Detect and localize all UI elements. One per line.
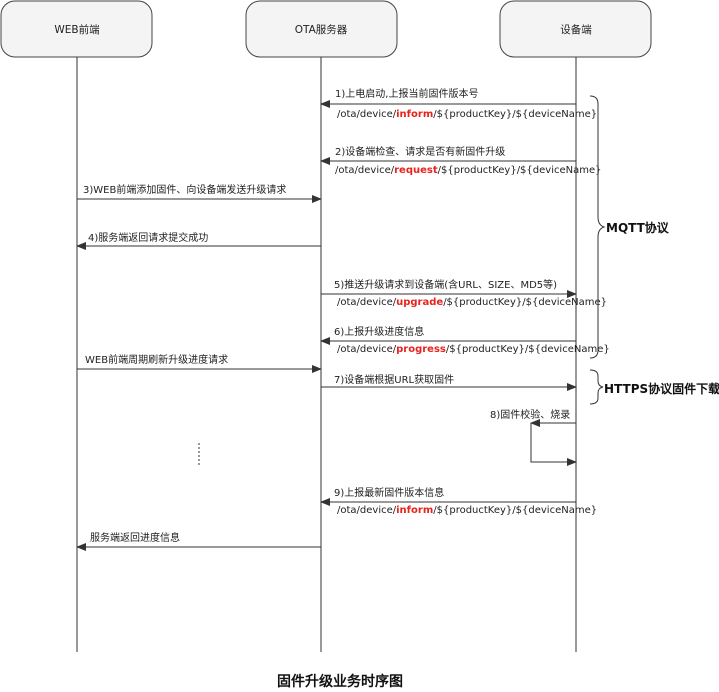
message-7: 7)设备端根据URL获取固件 xyxy=(321,373,577,391)
mqtt-group-label: MQTT协议 xyxy=(606,220,670,235)
message-label: 4)服务端返回请求提交成功 xyxy=(88,231,208,244)
message-4: 5)推送升级请求到设备端(含URL、SIZE、MD5等) /ota/device/… xyxy=(321,278,607,308)
message-label: 7)设备端根据URL获取固件 xyxy=(334,373,454,386)
topic-action: upgrade xyxy=(396,297,443,308)
mqtt-brace xyxy=(589,95,606,359)
message-label: 6)上报升级进度信息 xyxy=(334,325,424,338)
topic-path: /ota/device/inform/${productKey}/${devic… xyxy=(337,109,597,120)
message-0: 1)上电启动,上报当前固件版本号/ota/device/inform/${pro… xyxy=(320,87,597,120)
message-label: 服务端返回进度信息 xyxy=(90,531,180,544)
topic-part: /ota/device/ xyxy=(337,297,397,308)
topic-part: /${productKey}/${deviceName} xyxy=(433,505,597,516)
topic-action: progress xyxy=(396,344,446,355)
topic-part: /${productKey}/${deviceName} xyxy=(433,109,597,120)
topic-path: /ota/device/inform/${productKey}/${devic… xyxy=(337,505,597,516)
message-label: WEB前端周期刷新升级进度请求 xyxy=(85,353,228,366)
message-3: 4)服务端返回请求提交成功 xyxy=(76,231,321,250)
topic-part: /${productKey}/${deviceName} xyxy=(446,344,610,355)
message-label: 2)设备端检查、请求是否有新固件升级 xyxy=(335,145,505,158)
topic-path: /ota/device/progress/${productKey}/${dev… xyxy=(337,344,610,355)
topic-part: /${productKey}/${deviceName} xyxy=(438,165,602,176)
topic-action: inform xyxy=(396,109,433,120)
participant-label: 设备端 xyxy=(560,23,592,36)
topic-part: /${productKey}/${deviceName} xyxy=(443,297,607,308)
topic-path: /ota/device/request/${productKey}/${devi… xyxy=(335,165,602,176)
topic-part: /ota/device/ xyxy=(337,505,397,516)
https-brace xyxy=(589,369,604,405)
message-label: 9)上报最新固件版本信息 xyxy=(334,486,444,499)
message-label: 8)固件校验、烧录 xyxy=(490,408,570,421)
participant-ota-server: OTA服务器 xyxy=(245,0,398,58)
participant-label: OTA服务器 xyxy=(295,23,348,36)
https-group-label: HTTPS协议固件下载 xyxy=(604,381,719,396)
message-1: 2)设备端检查、请求是否有新固件升级/ota/device/request/${… xyxy=(320,145,602,176)
self-loop-arrow: 8)固件校验、烧录 xyxy=(490,408,577,466)
message-2: 3)WEB前端添加固件、向设备端发送升级请求 xyxy=(77,183,322,203)
topic-action: request xyxy=(394,165,438,176)
participant-device: 设备端 xyxy=(499,0,652,58)
message-10: 服务端返回进度信息 xyxy=(76,531,321,551)
message-label: 1)上电启动,上报当前固件版本号 xyxy=(335,87,478,100)
message-label: 3)WEB前端添加固件、向设备端发送升级请求 xyxy=(83,183,286,196)
message-5: 6)上报升级进度信息/ota/device/progress/${product… xyxy=(320,325,610,355)
topic-part: /ota/device/ xyxy=(335,165,395,176)
topic-action: inform xyxy=(396,505,433,516)
participant-label: WEB前端 xyxy=(54,23,100,36)
message-6: WEB前端周期刷新升级进度请求 xyxy=(77,353,322,373)
message-label: 5)推送升级请求到设备端(含URL、SIZE、MD5等) xyxy=(334,278,557,291)
topic-part: /ota/device/ xyxy=(337,109,397,120)
topic-part: /ota/device/ xyxy=(337,344,397,355)
participant-web: WEB前端 xyxy=(0,0,153,58)
message-9: 9)上报最新固件版本信息/ota/device/inform/${product… xyxy=(320,486,597,516)
diagram-title: 固件升级业务时序图 xyxy=(277,673,403,690)
topic-path: /ota/device/upgrade/${productKey}/${devi… xyxy=(337,297,607,308)
